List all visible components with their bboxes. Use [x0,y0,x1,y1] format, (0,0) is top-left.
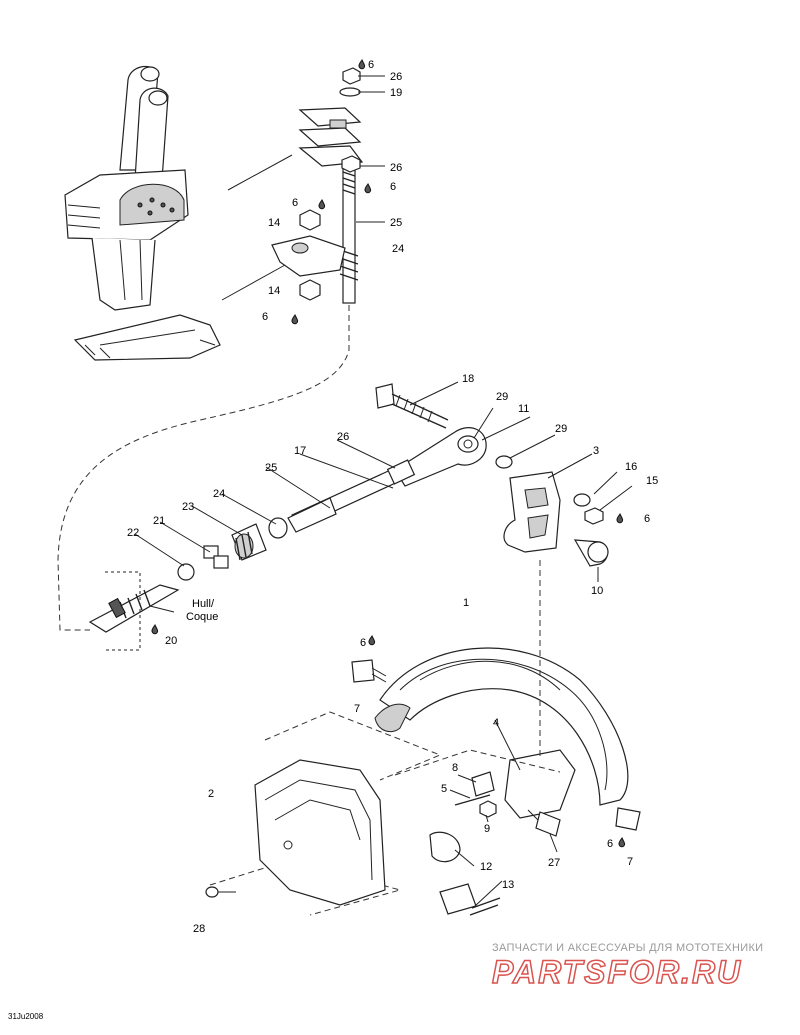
callout-22: 22 [127,527,139,539]
watermark-tagline: ЗАПЧАСТИ И АКСЕССУАРЫ ДЛЯ МОТОТЕХНИКИ [492,942,764,954]
callout-11: 11 [518,403,529,415]
callout-28: 28 [193,923,205,935]
cable-end-upper-assembly [57,67,364,631]
callout-5: 5 [441,783,447,795]
callout-15: 15 [646,475,658,487]
callout-8: 8 [452,762,458,774]
reference-code: 31Ju2008 [8,1012,44,1021]
callout-16: 16 [625,461,637,473]
control-lever-assembly [64,65,221,361]
callout-6: 6 [368,59,374,71]
callout-7: 7 [354,703,360,715]
shift-lever-cable-assembly [88,383,513,651]
callout-29: 29 [555,423,567,435]
callout-27: 27 [548,857,560,869]
callout-6: 6 [360,637,366,649]
callout-26: 26 [390,71,402,83]
callout-23: 23 [182,501,194,513]
callout-24: 24 [392,243,404,255]
callout-20: 20 [165,635,177,647]
support-bracket [205,759,501,916]
callout-3: 3 [593,445,599,457]
hull-label: Hull/ Coque [186,598,218,623]
callout-18: 18 [462,373,474,385]
hull-label-line1: Hull/ [192,598,215,610]
callout-25: 25 [390,217,402,229]
callout-21: 21 [153,515,165,527]
bracket-assembly [503,471,609,567]
callout-19: 19 [390,87,402,99]
callout-leader-lines [134,75,633,907]
callout-1: 1 [463,597,469,609]
callout-17: 17 [294,445,306,457]
callout-14: 14 [268,285,280,297]
callout-6: 6 [262,311,268,323]
callout-6: 6 [390,181,396,193]
lubricant-drop-markers [151,59,625,848]
callout-6: 6 [644,513,650,525]
watermark-logo: PARTSFOR.RU [491,953,743,991]
callout-numbers: 6 26 19 26 6 6 14 25 24 14 6 18 29 11 29… [127,59,658,935]
callout-6: 6 [292,197,298,209]
callout-6: 6 [607,838,613,850]
callout-29: 29 [496,391,508,403]
callout-26: 26 [390,162,402,174]
hull-label-line2: Coque [186,611,218,623]
callout-25: 25 [265,462,277,474]
callout-2: 2 [208,788,214,800]
callout-26: 26 [337,431,349,443]
reverse-gate-assembly [209,560,641,916]
callout-7: 7 [627,856,633,868]
callout-12: 12 [480,861,492,873]
callout-13: 13 [502,879,514,891]
callout-14: 14 [268,217,280,229]
callout-9: 9 [484,823,490,835]
callout-10: 10 [591,585,603,597]
callout-24: 24 [213,488,225,500]
callout-4: 4 [493,717,499,729]
